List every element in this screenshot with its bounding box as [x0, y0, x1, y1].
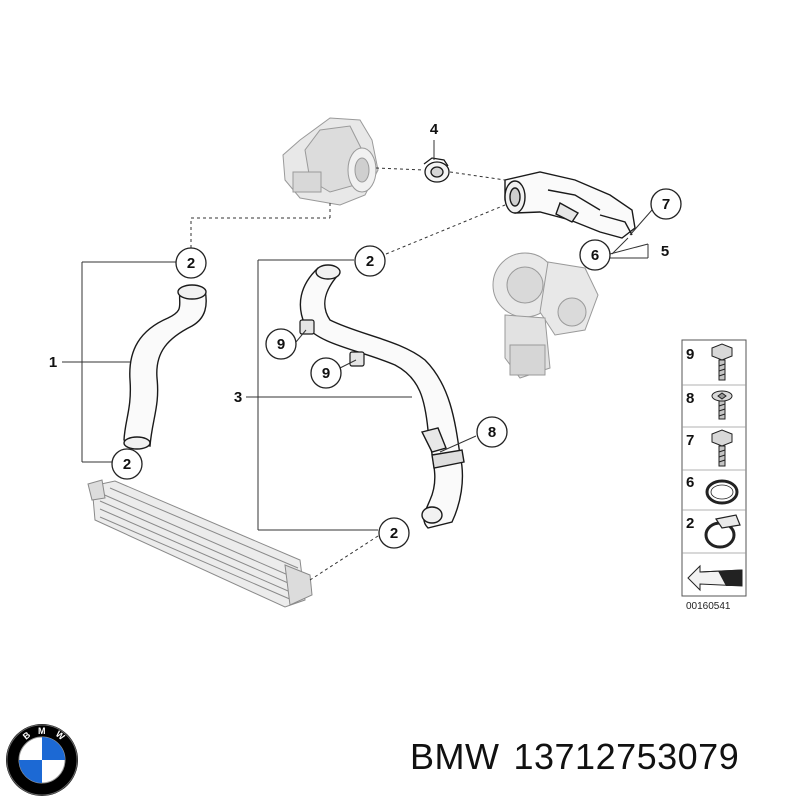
svg-text:2: 2	[123, 456, 131, 473]
callout-6: 6	[579, 239, 611, 271]
svg-text:9: 9	[686, 346, 694, 363]
legend-arrow-row	[687, 564, 743, 592]
svg-text:8: 8	[488, 424, 496, 441]
legend-row-8: 8	[686, 390, 733, 420]
bracket-9-a	[299, 319, 315, 335]
legend-row-9: 9	[686, 343, 733, 381]
diagram-code: 00160541	[686, 601, 731, 612]
svg-text:5: 5	[661, 243, 669, 260]
svg-text:7: 7	[662, 196, 670, 213]
legend-row-2: 2	[686, 514, 741, 549]
callout-3: 3	[234, 389, 242, 406]
svg-text:6: 6	[591, 247, 599, 264]
o-ring-icon	[705, 479, 739, 505]
svg-text:2: 2	[686, 515, 694, 532]
svg-text:4: 4	[430, 121, 439, 138]
part-number: 13712753079	[513, 736, 740, 777]
svg-text:9: 9	[322, 365, 330, 382]
hex-bolt-icon	[711, 343, 733, 381]
svg-text:2: 2	[390, 525, 398, 542]
parts-legend: 9 8 7	[681, 339, 747, 597]
logo-letter-m: M	[38, 726, 46, 736]
hose-connector-4	[423, 157, 450, 183]
callout-9-b: 9	[310, 357, 342, 389]
svg-text:3: 3	[234, 389, 242, 406]
intercooler-part	[87, 479, 313, 608]
callout-2-bottom-left: 2	[111, 448, 143, 480]
svg-text:6: 6	[686, 474, 694, 491]
callout-7: 7	[650, 188, 682, 220]
part-number-caption: BMW 13712753079	[410, 736, 753, 778]
svg-text:7: 7	[686, 432, 694, 449]
callout-2-top-left: 2	[175, 247, 207, 279]
svg-text:9: 9	[277, 336, 285, 353]
callout-8: 8	[476, 416, 508, 448]
callout-9-a: 9	[265, 328, 297, 360]
brand-name: BMW	[410, 736, 500, 777]
leader-lines	[62, 140, 653, 581]
hose-clamp-icon	[704, 514, 741, 549]
bmw-logo: B M W	[6, 724, 78, 796]
charge-hose-1	[123, 284, 207, 450]
legend-row-7: 7	[686, 429, 733, 467]
hex-bolt-icon	[711, 429, 733, 467]
callout-5: 5	[661, 243, 669, 260]
callout-2-bottom-mid: 2	[378, 517, 410, 549]
torx-screw-icon	[711, 390, 733, 420]
legend-row-6: 6	[686, 474, 739, 505]
callout-4: 4	[430, 121, 439, 138]
bracket-9-b	[349, 351, 365, 367]
callout-2-top-mid: 2	[354, 245, 386, 277]
throttle-body-part	[282, 117, 379, 206]
turbocharger-part	[492, 252, 599, 379]
callout-1: 1	[49, 354, 57, 371]
svg-text:2: 2	[187, 255, 195, 272]
charge-hose-3	[299, 264, 465, 529]
logo-letter-b: B	[21, 729, 33, 741]
svg-text:2: 2	[366, 253, 374, 270]
svg-text:8: 8	[686, 390, 694, 407]
svg-text:1: 1	[49, 354, 57, 371]
charge-pipe-upper	[504, 171, 636, 239]
